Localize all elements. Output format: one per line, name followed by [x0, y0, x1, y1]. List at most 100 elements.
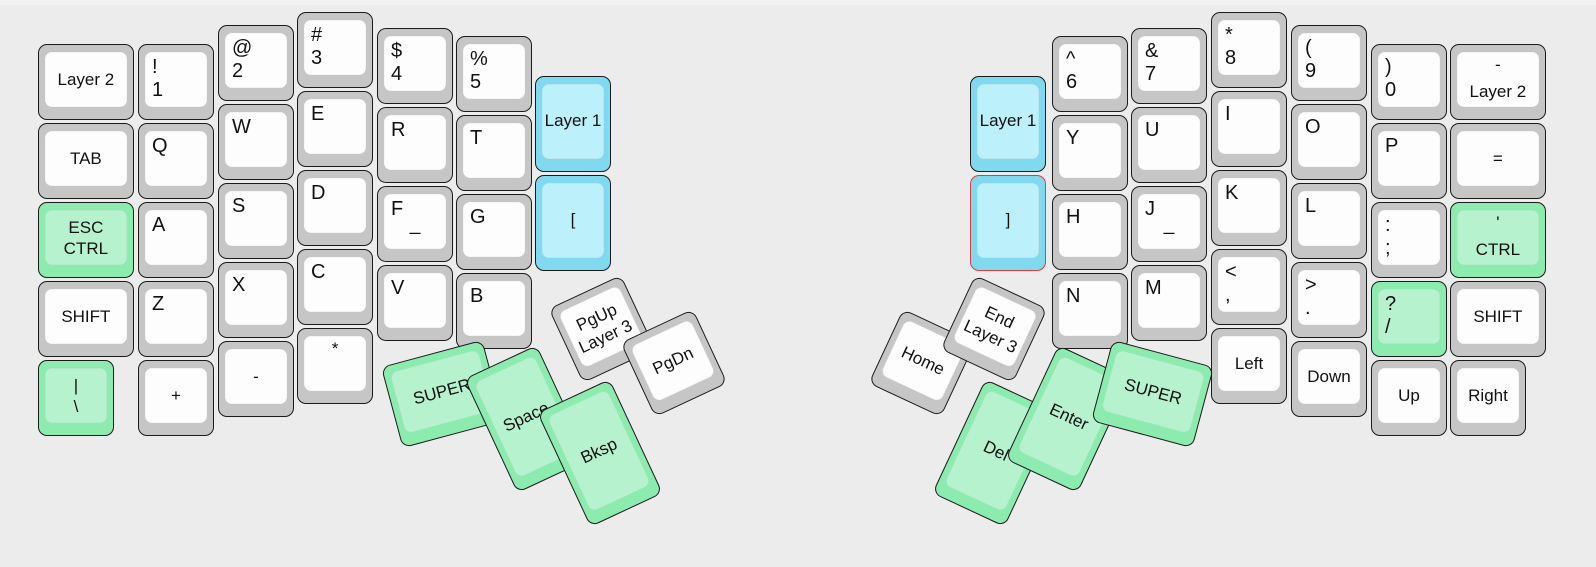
key-l-c3-r2[interactable]: D — [297, 170, 373, 246]
key-r-c5-r3[interactable]: ?/ — [1371, 281, 1447, 357]
keycap-surface: @2 — [225, 33, 287, 88]
legend-top-left: R — [391, 119, 406, 141]
keycap-surface: -Layer 2 — [1457, 52, 1539, 107]
keycap-surface: V — [384, 273, 446, 328]
keycap-surface: A — [145, 210, 207, 265]
legend-bottom-left: . — [1305, 296, 1311, 319]
key-r-c4-r1[interactable]: O — [1291, 104, 1367, 180]
legend-top-left: ! — [152, 56, 158, 78]
key-l-c3-r4[interactable]: * — [297, 328, 373, 404]
legend-bottom-left: 9 — [1305, 59, 1317, 82]
keycap-surface: *8 — [1218, 20, 1280, 75]
key-l-c2-r4[interactable]: - — [218, 341, 294, 417]
key-l-c2-r2[interactable]: S — [218, 183, 294, 259]
key-l-c1-r1[interactable]: Q — [138, 123, 214, 199]
key-l-c4-r0[interactable]: $4 — [377, 28, 453, 104]
keycap-surface: + — [145, 368, 207, 423]
keycap-surface: Z — [145, 289, 207, 344]
keycap-surface: $4 — [384, 36, 446, 91]
legend-bottom-left: 7 — [1145, 62, 1157, 85]
legend-bottom-left: 8 — [1225, 46, 1237, 69]
key-r-t-super[interactable]: SUPER — [1090, 339, 1215, 449]
key-l-c5-r0[interactable]: %5 — [456, 36, 532, 112]
keycap-surface: C — [304, 257, 366, 312]
key-l-c4-r1[interactable]: R — [377, 107, 453, 183]
key-r-c3-r2[interactable]: K — [1211, 170, 1287, 246]
key-r-c4-r4[interactable]: Down — [1291, 341, 1367, 417]
legend-top-left: Y — [1066, 127, 1080, 149]
legend-top-center: - — [1495, 55, 1501, 74]
key-r-c2-r3[interactable]: M — [1131, 265, 1207, 341]
key-r-c4-r0[interactable]: (9 — [1291, 25, 1367, 101]
key-r-c0-r0[interactable]: Layer 1 — [970, 76, 1046, 172]
key-r-c5-r4[interactable]: Up — [1371, 360, 1447, 436]
key-l-c1-r4[interactable]: + — [138, 360, 214, 436]
key-l-c5-r2[interactable]: G — [456, 194, 532, 270]
keycap-surface: T — [463, 123, 525, 178]
legend-main: = — [1492, 148, 1503, 168]
legend-bottom-left: / — [1385, 315, 1391, 338]
legend-main: SHIFT — [1473, 306, 1523, 326]
key-r-c6-r2[interactable]: 'CTRL — [1450, 202, 1546, 278]
legend-top-left: # — [311, 24, 323, 46]
key-r-c1-r3[interactable]: N — [1052, 273, 1128, 349]
key-l-c5-r3[interactable]: B — [456, 273, 532, 349]
key-l-c6-r1[interactable]: [ — [535, 174, 611, 271]
key-r-c4-r2[interactable]: L — [1291, 183, 1367, 259]
key-r-c3-r3[interactable]: <, — [1211, 249, 1287, 325]
key-l-c3-r0[interactable]: #3 — [297, 12, 373, 88]
legend-main: ] — [1005, 210, 1011, 230]
key-l-c0-r3[interactable]: SHIFT — [38, 281, 134, 357]
legend-top-left: C — [311, 261, 326, 283]
key-l-c5-r1[interactable]: T — [456, 115, 532, 191]
key-l-c0-r0[interactable]: Layer 2 — [38, 44, 134, 120]
legend-bottom-left: 1 — [152, 78, 164, 101]
key-l-c4-r2[interactable]: F_ — [377, 186, 453, 262]
keycap-surface: B — [463, 281, 525, 336]
key-r-c1-r0[interactable]: ^6 — [1052, 36, 1128, 112]
key-r-c6-r0[interactable]: -Layer 2 — [1450, 44, 1546, 120]
key-r-c5-r2[interactable]: :; — [1371, 202, 1447, 278]
key-r-c4-r3[interactable]: >. — [1291, 262, 1367, 338]
key-l-c2-r3[interactable]: X — [218, 262, 294, 338]
legend-top-center: * — [331, 339, 339, 358]
key-r-c2-r2[interactable]: J_ — [1131, 186, 1207, 262]
key-r-c6-r1[interactable]: = — [1450, 123, 1546, 199]
key-l-c1-r0[interactable]: !1 — [138, 44, 214, 120]
legend-top-left: $ — [391, 40, 403, 62]
key-r-c3-r1[interactable]: I — [1211, 91, 1287, 167]
key-r-c1-r1[interactable]: Y — [1052, 115, 1128, 191]
key-r-c6-r4[interactable]: Right — [1450, 360, 1526, 436]
key-l-c4-r3[interactable]: V — [377, 265, 453, 341]
keycap-surface: Layer 2 — [45, 52, 127, 107]
legend-bottom-left: 3 — [311, 46, 323, 69]
key-r-c3-r4[interactable]: Left — [1211, 328, 1287, 404]
key-l-c3-r1[interactable]: E — [297, 91, 373, 167]
key-r-c3-r0[interactable]: *8 — [1211, 12, 1287, 88]
key-l-c1-r3[interactable]: Z — [138, 281, 214, 357]
legend-top-left: ^ — [1066, 48, 1076, 70]
key-l-c1-r2[interactable]: A — [138, 202, 214, 278]
legend-top-left: ) — [1385, 56, 1392, 78]
legend-top-left: V — [391, 277, 405, 299]
key-r-c5-r1[interactable]: P — [1371, 123, 1447, 199]
legend-top-left: U — [1145, 119, 1160, 141]
key-r-c0-r1[interactable]: ] — [970, 174, 1046, 271]
key-r-c1-r2[interactable]: H — [1052, 194, 1128, 270]
key-l-c0-r4[interactable]: |\ — [38, 360, 114, 436]
key-l-c2-r1[interactable]: W — [218, 104, 294, 180]
key-l-c3-r3[interactable]: C — [297, 249, 373, 325]
keycap-surface: * — [304, 336, 366, 391]
key-r-c6-r3[interactable]: SHIFT — [1450, 281, 1546, 357]
key-l-c2-r0[interactable]: @2 — [218, 25, 294, 101]
legend-main: SHIFT — [61, 306, 111, 326]
key-r-c5-r0[interactable]: )0 — [1371, 44, 1447, 120]
legend-top-left: P — [1385, 135, 1399, 157]
key-l-c6-r0[interactable]: Layer 1 — [535, 76, 611, 172]
key-r-c2-r0[interactable]: &7 — [1131, 28, 1207, 104]
key-l-c0-r1[interactable]: TAB — [38, 123, 134, 199]
key-r-c2-r1[interactable]: U — [1131, 107, 1207, 183]
